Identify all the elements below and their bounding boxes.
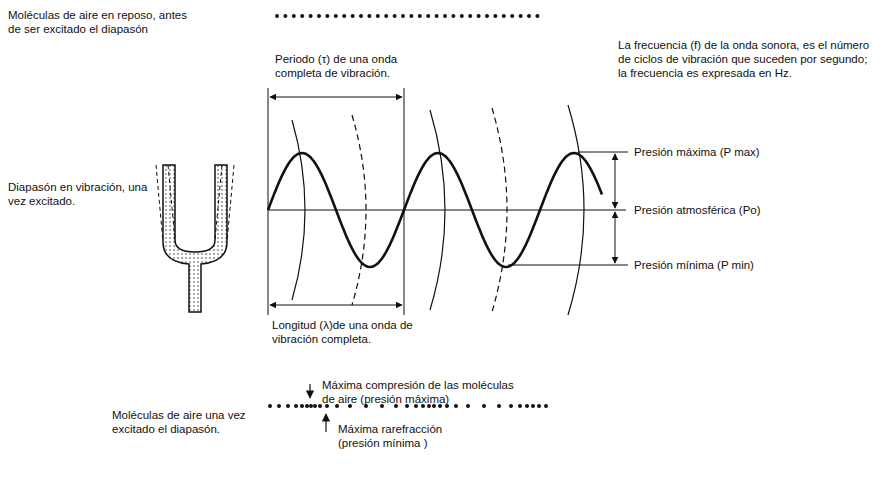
molecules-label: Moléculas de aire una vez excitado el di…	[112, 408, 282, 436]
wavelength-label: Longitud (λ)de una onda de vibración com…	[272, 318, 447, 346]
rarefaction-label: Máxima rarefracción (presión mínima )	[338, 422, 468, 450]
resting-molecules	[275, 14, 539, 18]
fork-label: Diapasón en vibración, una vez excitado.	[8, 180, 158, 208]
pmin-label: Presión mínima (P min)	[634, 258, 834, 272]
rarefaction-arrow	[325, 414, 326, 432]
frequency-note: La frecuencia (f) de la onda sonora, es …	[618, 38, 876, 80]
pressure-leaders	[508, 152, 628, 265]
po-label: Presión atmosférica (Po)	[634, 203, 834, 217]
axis-line	[268, 210, 626, 211]
pmax-label: Presión máxima (P max)	[634, 145, 834, 159]
caption-note: Moléculas de aire en reposo, antes de se…	[8, 8, 193, 36]
wavelength-bracket	[268, 210, 402, 315]
period-label: Periodo (τ) de una onda completa de vibr…	[275, 52, 425, 80]
compression-arrow	[309, 384, 310, 398]
compression-label: Máxima compresión de las moléculas de ai…	[322, 378, 522, 406]
tuning-fork	[156, 165, 234, 312]
sine-wave	[268, 153, 602, 267]
period-bracket	[268, 88, 404, 315]
